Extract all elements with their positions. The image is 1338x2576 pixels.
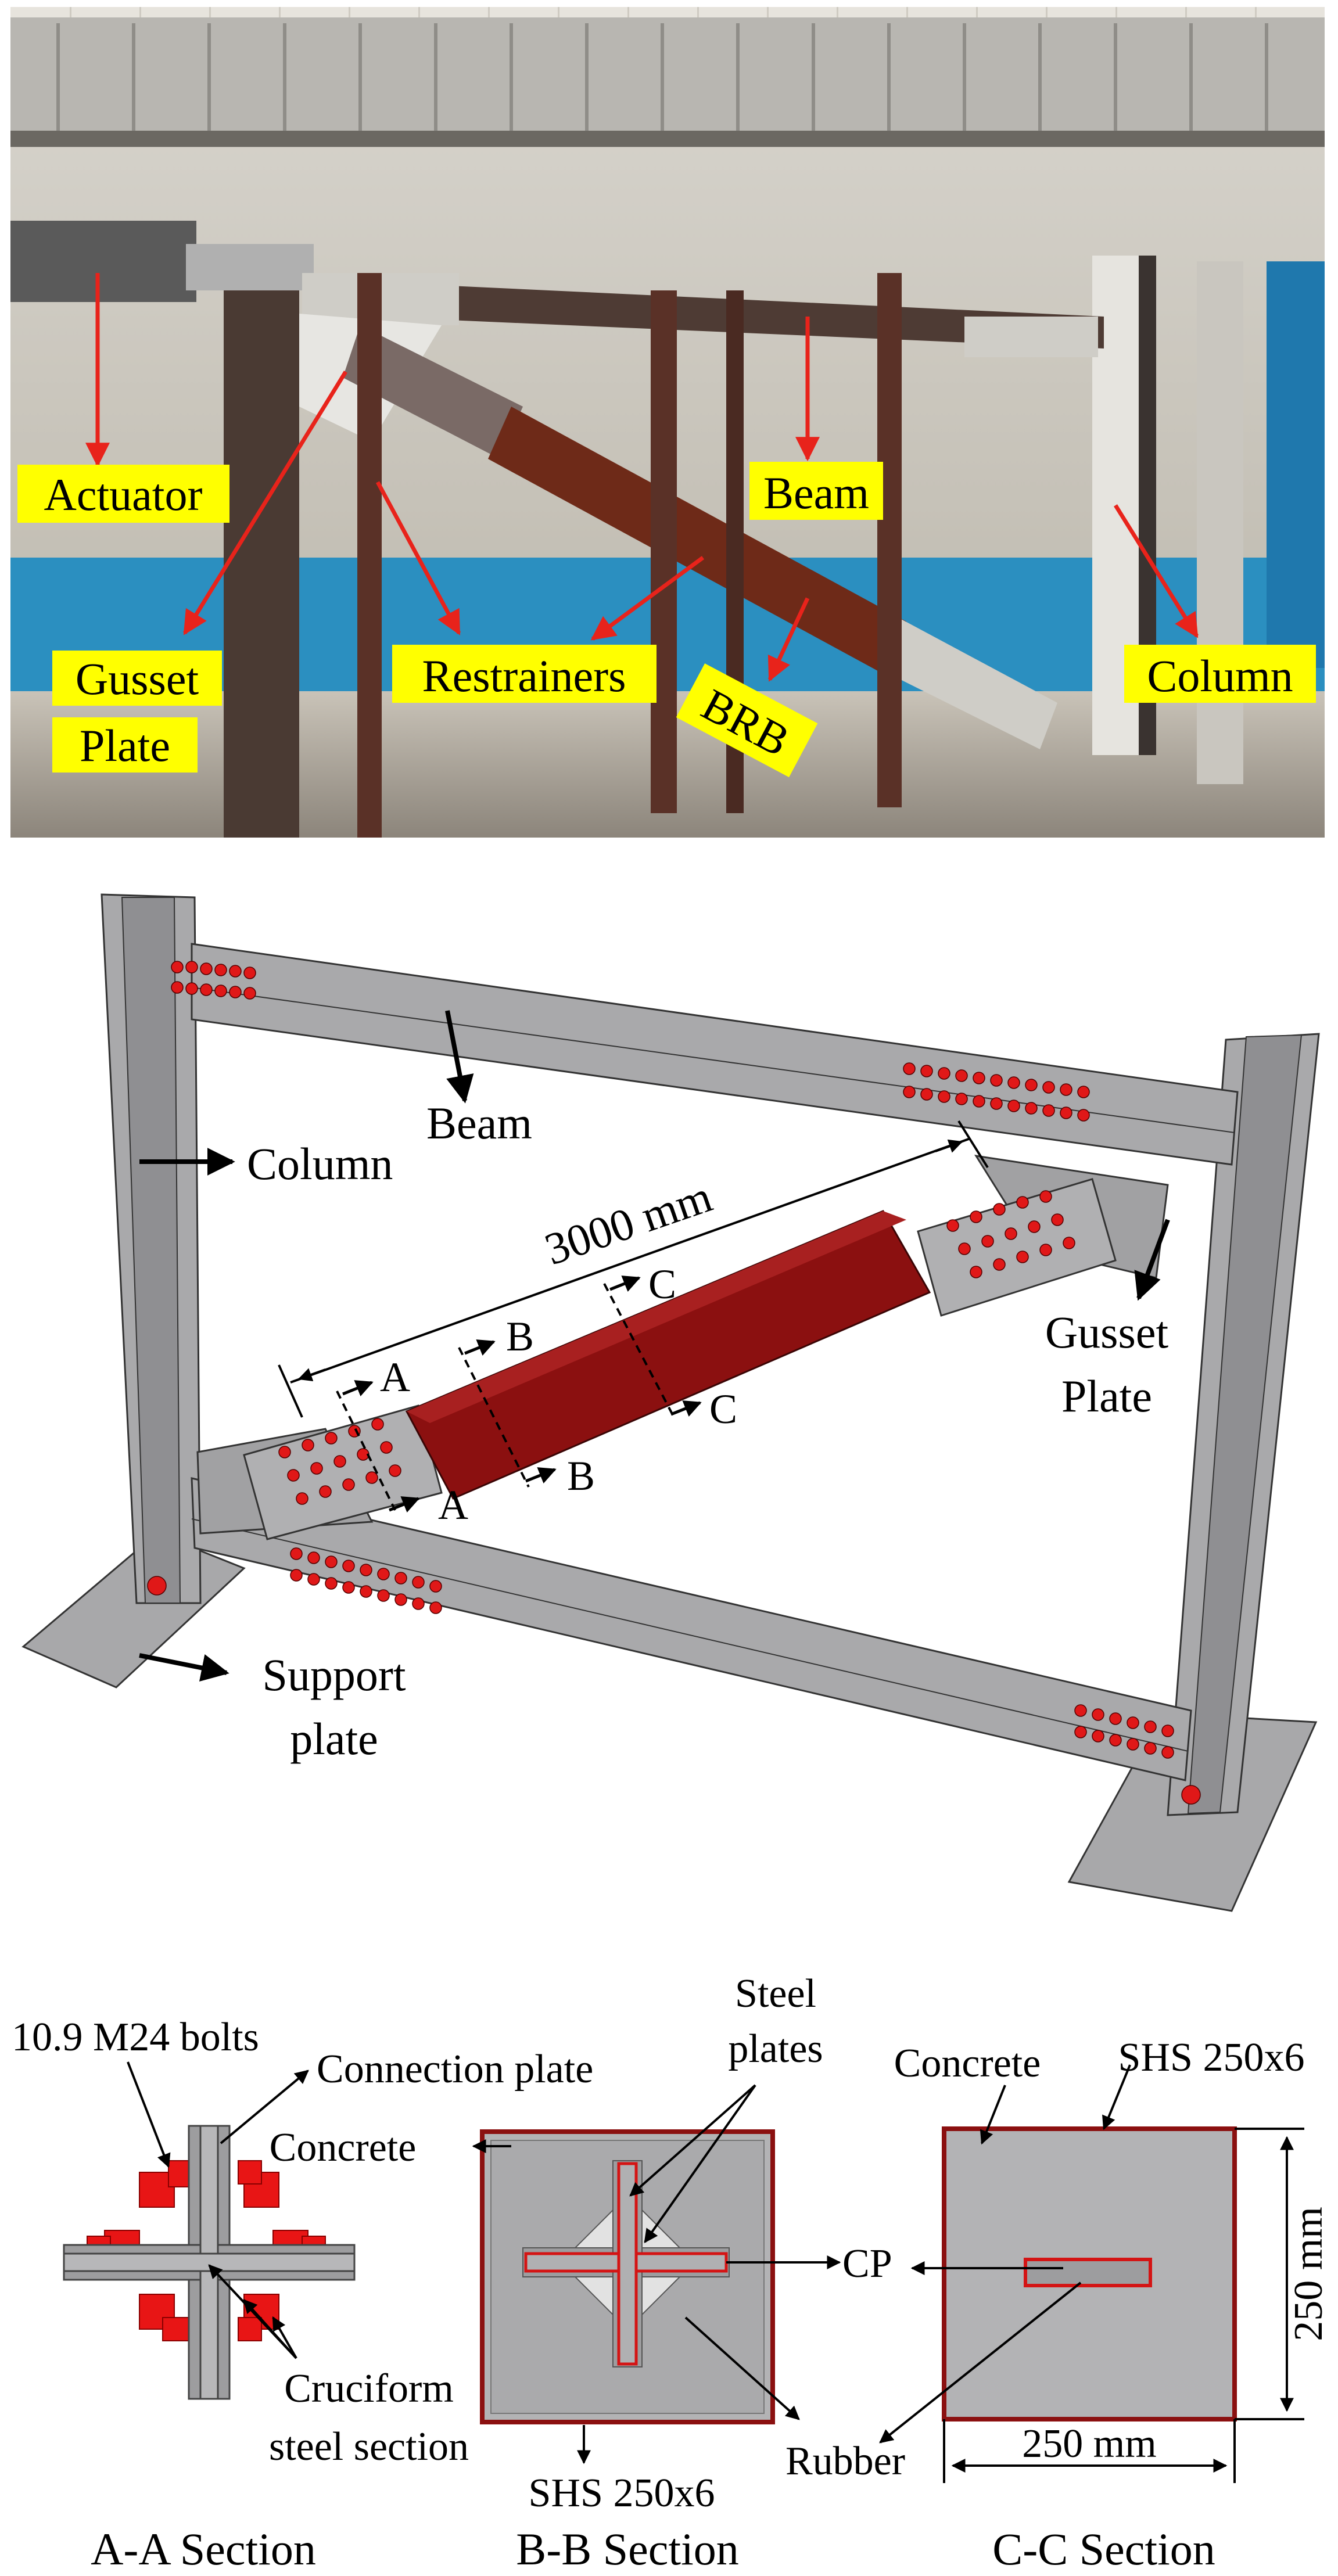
cc-dimension-width: [943, 2419, 1236, 2483]
actuator-rod: [186, 244, 314, 290]
cc-title: C-C Section: [992, 2524, 1215, 2574]
section-arrows: [342, 1276, 702, 1512]
label-beam: Beam: [749, 462, 883, 520]
brb-core-top: [407, 1211, 906, 1423]
section-c-bottom: C: [709, 1386, 737, 1432]
photo-restrainer-3: [877, 273, 902, 807]
bolts-top-left: [171, 961, 256, 1000]
aa-cruciform: [63, 2125, 356, 2400]
cc-label-concrete: Concrete: [894, 2041, 1041, 2086]
right-column-web: [1187, 1034, 1303, 1815]
cc-leaders: [879, 2064, 1131, 2444]
arrow-brb: [767, 597, 810, 682]
right-rack: [1197, 261, 1243, 784]
left-column-web: [121, 897, 181, 1604]
cc-label-width: 250 mm: [1022, 2421, 1156, 2466]
arrow-restrainers-2: [590, 556, 705, 641]
photo-brb-lower-end: [877, 616, 1057, 749]
bb-label-steel-1: Steel: [735, 1971, 816, 2016]
top-beam-flange: [10, 131, 1325, 147]
label-column-text: Column: [1147, 651, 1293, 701]
bb-title: B-B Section: [516, 2524, 739, 2574]
model-label-column: Column: [247, 1138, 393, 1189]
bolts-bottom-left: [290, 1547, 442, 1614]
bb-core-vertical: [617, 2162, 638, 2366]
bb-label-concrete: Concrete: [270, 2125, 417, 2170]
bolt-groups: [147, 961, 1201, 1805]
dimension-3000: [278, 1120, 989, 1418]
cc-label-shs: SHS 250x6: [1118, 2035, 1305, 2080]
brb-lower-connection: [243, 1404, 443, 1540]
top-reaction-beam: [10, 17, 1325, 134]
arrow-restrainers-1: [375, 481, 461, 635]
actuator-body: [10, 221, 196, 302]
bottom-beam: [191, 1477, 1192, 1781]
aa-label-connection-plate: Connection plate: [317, 2047, 593, 2092]
sections-panel: 10.9 M24 bolts Connection plate Crucifor…: [12, 1971, 1331, 2574]
section-cuts: [336, 1283, 675, 1511]
section-cc: Concrete SHS 250x6 250 mm 250 mm C-C Sec…: [879, 2035, 1331, 2574]
top-beam: [191, 943, 1239, 1166]
photo-frame-beam: [302, 279, 1104, 349]
bb-label-cp: CP: [842, 2241, 892, 2286]
brb-upper-connection: [917, 1178, 1117, 1317]
anchor-bolt-right: [1181, 1785, 1201, 1805]
aa-label-bolts: 10.9 M24 bolts: [12, 2015, 259, 2060]
aa-label-cruciform-2: steel section: [269, 2424, 469, 2469]
bb-label-rubber: Rubber: [785, 2439, 905, 2484]
model-callout-arrows: [139, 1010, 1170, 1682]
bolts-bottom-right: [1074, 1704, 1174, 1759]
label-actuator-text: Actuator: [44, 469, 203, 520]
dimension-3000-label: 3000 mm: [539, 1170, 718, 1274]
model-label-beam: Beam: [426, 1098, 532, 1148]
label-gusset-plate: Gusset Plate: [52, 651, 222, 773]
photo-brb-connection: [343, 325, 523, 459]
photo-arrows: [85, 273, 1199, 682]
arrow-column: [1114, 504, 1199, 638]
cc-core-plate: [1024, 2258, 1152, 2287]
label-actuator: Actuator: [17, 465, 229, 523]
bolts-top-right: [903, 1062, 1090, 1122]
photo-restrainer-1: [357, 273, 382, 838]
section-b-bottom: B: [567, 1453, 595, 1499]
label-gusset-text-1: Gusset: [76, 653, 199, 704]
right-wall-panel: [1267, 261, 1325, 668]
model-label-support-2: plate: [290, 1713, 378, 1764]
arrow-gusset: [183, 371, 347, 635]
bolts-upper-brb: [946, 1190, 1075, 1278]
aa-title: A-A Section: [91, 2524, 316, 2574]
photo-panel: Actuator Gusset Plate Restrainers Beam B…: [10, 7, 1325, 838]
brb-core: [405, 1210, 931, 1500]
photo-left-column: [224, 290, 299, 838]
anchor-bolt-left: [147, 1576, 167, 1596]
cc-dimension-height: [1235, 2128, 1304, 2420]
photo-restrainer-2: [651, 290, 677, 813]
section-aa: 10.9 M24 bolts Connection plate Crucifor…: [12, 2015, 593, 2574]
section-bb: Concrete Steel plates CP SHS 250x6 Rubbe…: [270, 1971, 905, 2574]
aa-label-cruciform-1: Cruciform: [284, 2366, 454, 2411]
section-c-top: C: [648, 1261, 676, 1307]
section-b-top: B: [506, 1313, 534, 1360]
section-a-top: A: [380, 1354, 410, 1400]
label-column: Column: [1124, 645, 1316, 703]
bb-label-shs: SHS 250x6: [529, 2471, 715, 2516]
bolts-lower-brb: [278, 1418, 401, 1505]
aa-leaders: [127, 2061, 309, 2359]
section-a-bottom: A: [438, 1482, 468, 1528]
top-beam-stiffeners: [56, 23, 1268, 131]
model-label-support-1: Support: [262, 1650, 406, 1700]
photo-right-connection: [964, 317, 1098, 357]
model-panel: 3000 mm A A B B C C Beam Column: [21, 893, 1320, 1912]
label-restrainers-text: Restrainers: [422, 651, 626, 701]
bb-label-steel-2: plates: [728, 2027, 823, 2071]
label-beam-text: Beam: [763, 468, 869, 518]
model-label-gusset-1: Gusset: [1045, 1307, 1169, 1357]
label-gusset-text-2: Plate: [80, 720, 170, 771]
cc-label-height: 250 mm: [1286, 2207, 1331, 2341]
bb-leaders: [472, 2084, 841, 2464]
model-label-gusset-2: Plate: [1061, 1371, 1152, 1421]
label-restrainers: Restrainers: [392, 645, 657, 703]
